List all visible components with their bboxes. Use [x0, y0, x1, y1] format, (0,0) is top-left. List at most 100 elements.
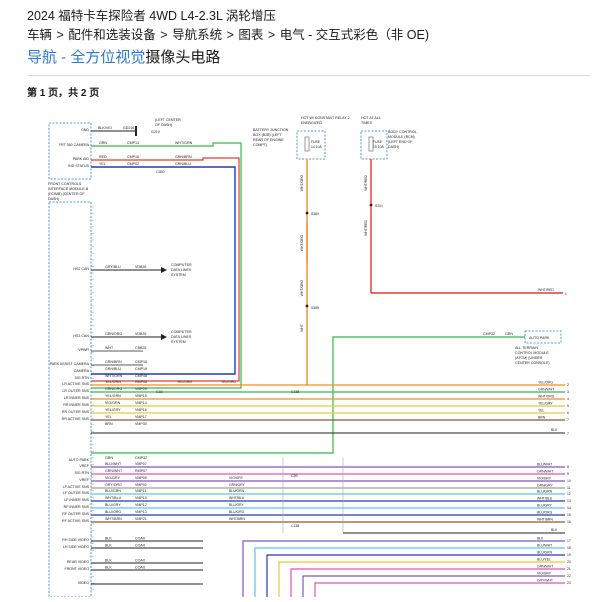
arrow-icon [161, 267, 167, 273]
bcm-label: BODY CONTROL [388, 130, 417, 134]
wire-number: 17 [567, 539, 571, 543]
fcim-pin-label: RR OUTER SNS [62, 410, 90, 414]
wire-label: WHT/BRN [537, 518, 553, 522]
wire-label: COAX [135, 537, 146, 541]
fuse-box [360, 130, 388, 160]
wire-number: 10 [567, 479, 571, 483]
fcim-pin-label: SIG RTN [74, 376, 89, 380]
wire-label: GD216 [123, 126, 134, 130]
connector-label: C138 [291, 524, 299, 528]
wire-label: WHT [105, 346, 114, 350]
fcim-pin-label: PARK ASSIST CAMERA [50, 362, 90, 366]
fcim-pin-label: VIDEO [78, 581, 89, 585]
wire-label: VMP12 [135, 503, 147, 507]
wire-label: CMP19 [135, 367, 147, 371]
wire-label: YEL/ORG [221, 380, 236, 384]
atcm-module-label: ALL TERRAIN [515, 346, 538, 350]
wire-number: 3 [567, 390, 569, 394]
wire-label: WHT/BRN [229, 517, 245, 521]
fcim-module-label: INTERFACE MODULE-B [48, 187, 89, 191]
wire-label: VMP30 [135, 422, 147, 426]
wire-video [278, 561, 565, 597]
connector-label: C138 [291, 390, 299, 394]
fcim-pin-label: REAR VIDEO [67, 560, 89, 564]
wire-label: VMP14 [135, 401, 147, 405]
wire-label: CMP02 [127, 162, 139, 166]
wire-label: VMP05 [135, 476, 147, 480]
breadcrumb-item-navigation[interactable]: 导航系统 [172, 28, 223, 42]
breadcrumb-item-electrical[interactable]: 电气 - 交互式彩色（非 OE) [279, 28, 429, 42]
wire-label: BLK [537, 537, 544, 541]
wire-label-vertical: WHT/RED [364, 175, 368, 191]
wire-label: BLU/GRN [537, 551, 553, 555]
fcim-module-label: (FCIMB) (CENTER OF [48, 192, 85, 196]
fcim-module-label: DASH) [48, 197, 59, 201]
wire-label: YEL/ORG [538, 381, 553, 385]
fcim-pin-label: PARK AID [73, 157, 90, 161]
wire-label: BLU/ORG [105, 510, 121, 514]
wire-label: VDB25 [135, 332, 146, 336]
wire-label: YEL [538, 409, 545, 413]
breadcrumb-item-accessories[interactable]: 配件和选装设备 [68, 28, 156, 42]
wire-label: BLU/WHT [105, 462, 122, 466]
bcm-label: DASH) [388, 145, 399, 149]
wire-label: VMP07 [135, 462, 147, 466]
fcim-pin-label: VREF [79, 464, 89, 468]
wire-label: GRN/BRN [105, 360, 122, 364]
splice-icon [305, 304, 309, 308]
wire-wht-grn-top [91, 142, 218, 147]
wire-label: VMP11 [135, 489, 147, 493]
wire-label: CMP16 [127, 155, 139, 159]
wire-label: BLU/GRY [229, 503, 245, 507]
wire-label: GRN/GRY [229, 483, 246, 487]
wire-label: WHT/BLU [105, 496, 122, 500]
atcm-module-label: CENTER CONSOLE) [515, 361, 550, 365]
subtitle-text: 摄像头电路 [145, 49, 221, 66]
wire-label: WHT/BLU [537, 497, 553, 501]
wire-label: RED [99, 155, 107, 159]
atcm-module-box [524, 330, 562, 344]
fcim-pin-label: FRT 360 CAMERA [59, 143, 90, 147]
subtitle-link[interactable]: 导航 - 全方位视觉 [27, 49, 146, 66]
wire-video [266, 554, 565, 597]
fcim-pin-label: FRONT VIDEO [65, 567, 90, 571]
wire-number: 8 [567, 465, 569, 469]
header-divider [27, 75, 590, 76]
wire-label: VMP17 [135, 415, 147, 419]
wire-number: 14 [567, 506, 571, 510]
bcm-label: MODULE (BCM) [388, 135, 415, 139]
breadcrumb-item-vehicle[interactable]: 车辆 [27, 28, 53, 42]
wire-label-vertical: WHT/ORG [300, 234, 304, 251]
wire-label: BLU/GRN [537, 490, 553, 494]
breadcrumb-item-diagrams[interactable]: 图表 [238, 28, 264, 42]
wire-label: BRN [538, 416, 546, 420]
wire-label: CBB25 [135, 346, 146, 350]
fcim-pin-label: RR ACTIVE SNS [62, 417, 90, 421]
fcim-pin-label: LR INNER SNS [64, 396, 90, 400]
connector-label: C2B0 [156, 170, 165, 174]
relay-label: HOT W/ KONSTANT RELAY 2 [301, 116, 350, 120]
fcim-module-box-top [48, 122, 92, 180]
wire-number: 16 [567, 520, 571, 524]
wire-grn-brn [91, 157, 240, 382]
splice-label: S360 [311, 212, 319, 216]
fcim-pin-label: LF INNER SNS [64, 498, 89, 502]
wire-number: 13 [567, 499, 571, 503]
wire-number: 21 [567, 567, 571, 571]
wire-label: BLU/ORG [229, 510, 245, 514]
wire-label: BLK [105, 544, 112, 548]
wire-label: BLK [105, 537, 112, 541]
fcim-pin-label: VREF [79, 478, 89, 482]
splice-label: S201 [375, 204, 383, 208]
fcim-module-label: FRONT CONTROLS [48, 182, 82, 186]
connector-label: C1B [156, 390, 163, 394]
location-label: OF DASH) [155, 123, 172, 127]
wire-number: 20 [567, 560, 571, 564]
wire-label: GRN/BRN [175, 155, 192, 159]
wire-number: 18 [567, 546, 571, 550]
arrow-icon [161, 334, 167, 340]
wire-video [254, 547, 565, 597]
fcim-pin-label: LH SIDE VIDEO [63, 545, 89, 549]
